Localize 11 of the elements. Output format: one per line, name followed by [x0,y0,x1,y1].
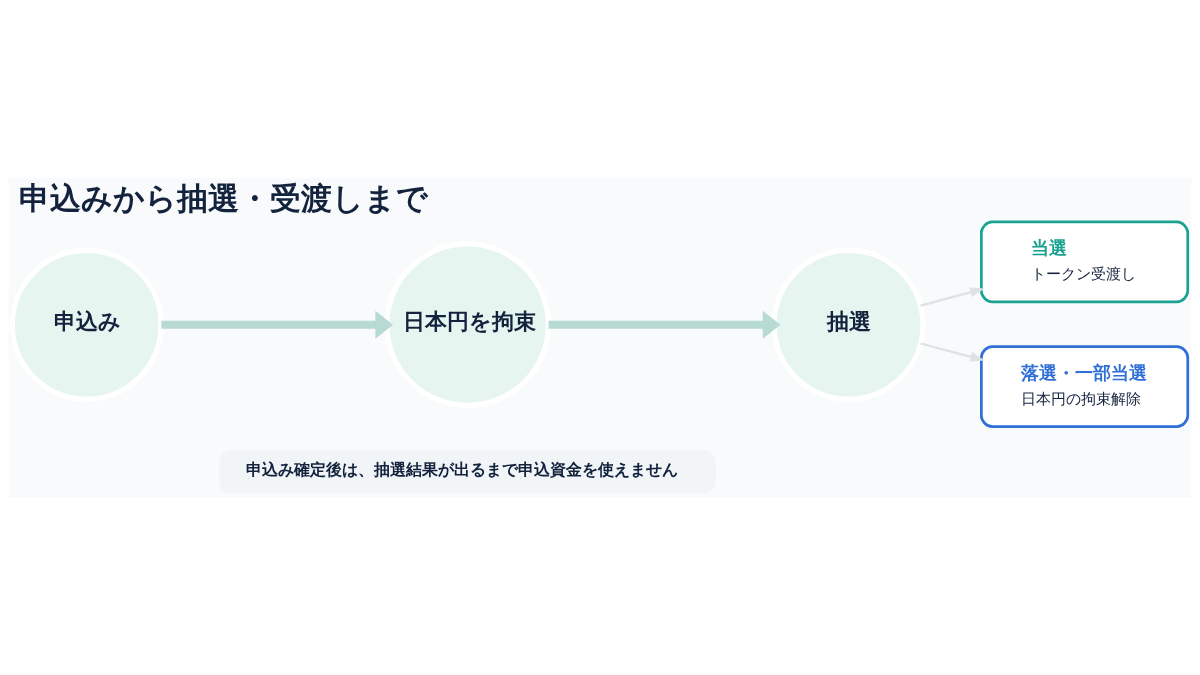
label: 申込み確定後は、抽選結果が出るまで申込資金を使えません [245,459,678,479]
node-circle: 抽選 [771,247,926,402]
arrow [920,342,985,362]
arrow [920,287,985,307]
node-box: 当選 トークン受渡し [980,220,1190,304]
node-box: 落選・一部当選 日本円の拘束解除 [980,345,1190,428]
node-circle: 申込み [9,247,164,402]
arrow [161,310,394,339]
node-circle: 日本円を拘束 [384,241,552,409]
arrow [548,310,781,339]
diagram-title: 申込みから抽選・受渡しまで [19,180,429,216]
